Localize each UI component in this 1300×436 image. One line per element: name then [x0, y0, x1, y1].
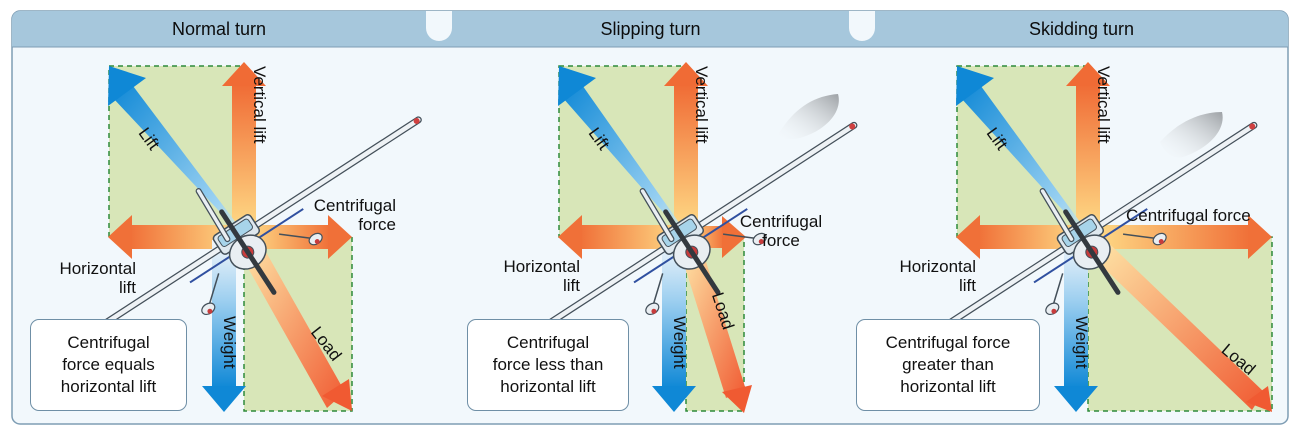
airplane [506, 121, 858, 353]
airplane [906, 121, 1258, 353]
lift-arrow [956, 66, 1096, 244]
horizontal-lift-label: Horizontal lift [59, 259, 136, 297]
vertical-lift-arrow [664, 62, 708, 237]
weight-label: Weight [670, 316, 689, 369]
load-arrow [678, 236, 752, 413]
vertical-lift-label: Vertical lift [1094, 66, 1113, 144]
load-arrow [1082, 229, 1272, 412]
header-notch-1 [426, 11, 452, 41]
horizontal-lift-label: Horizontal lift [503, 257, 580, 295]
vertical-lift-arrow [222, 62, 266, 237]
vertical-lift-label: Vertical lift [250, 66, 269, 144]
panel-title-normal-turn: Normal turn [171, 19, 267, 39]
panel-normal-turn [54, 62, 422, 412]
skid-trail [1160, 112, 1223, 158]
lift-arrow [558, 66, 694, 244]
weight-label: Weight [1072, 316, 1091, 369]
note-text: Centrifugal force equals horizontal lift [60, 333, 157, 396]
lift-arrow [108, 66, 252, 244]
note-text: Centrifugal force greater than horizonta… [885, 333, 1011, 396]
header-band [12, 11, 1288, 47]
weight-label: Weight [220, 316, 239, 369]
panel-title-skidding-turn: Skidding turn [1028, 19, 1135, 39]
slip-trail [776, 94, 839, 140]
centrifugal-force-label: Centrifugal force [739, 212, 823, 250]
vertical-lift-label: Vertical lift [692, 66, 711, 144]
header-notch-2 [849, 11, 875, 41]
panel-title-slipping-turn: Slipping turn [600, 19, 701, 39]
horizontal-lift-label: Horizontal lift [899, 257, 976, 295]
note-box-slipping-turn: Centrifugal force less than horizontal l… [467, 319, 629, 411]
note-box-normal-turn: Centrifugal force equals horizontal lift [30, 319, 187, 411]
centrifugal-force-label: Centrifugal force [1126, 206, 1251, 225]
vertical-lift-arrow [1066, 62, 1110, 237]
centrifugal-force-label: Centrifugal force [313, 196, 396, 234]
note-text: Centrifugal force less than horizontal l… [492, 333, 604, 396]
airplane [54, 116, 422, 358]
note-box-skidding-turn: Centrifugal force greater than horizonta… [856, 319, 1040, 411]
panel-slipping-turn [506, 62, 858, 413]
panel-skidding-turn [906, 62, 1273, 412]
